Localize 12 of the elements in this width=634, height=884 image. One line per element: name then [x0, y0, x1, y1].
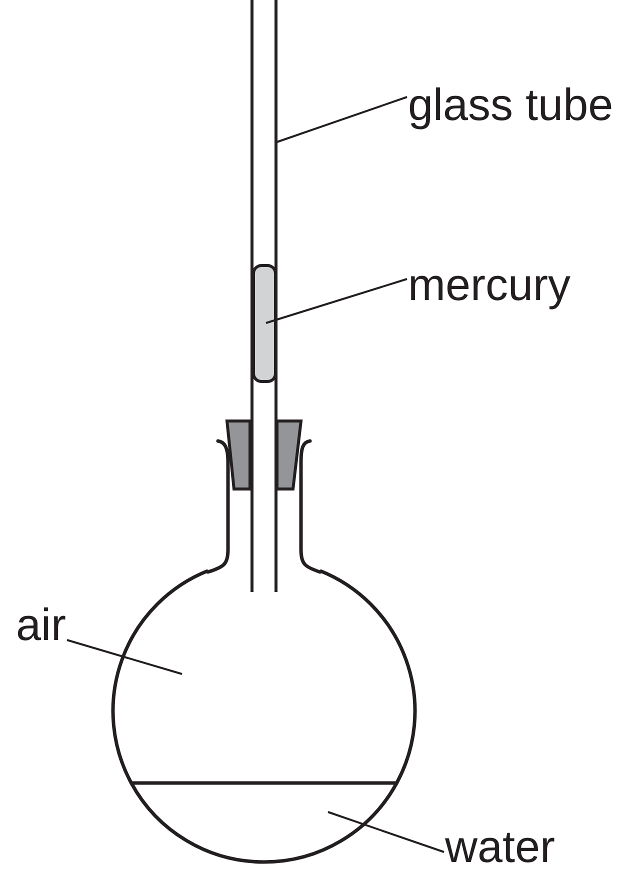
leader-line [266, 278, 408, 324]
part-label: mercury [408, 259, 571, 311]
leader-line [276, 96, 408, 143]
part-label: glass tube [408, 79, 614, 131]
mercury-column [252, 264, 277, 383]
leader-line [66, 639, 182, 675]
water-layer [129, 781, 399, 865]
leader-line [328, 811, 444, 853]
flask-bulb [111, 569, 417, 785]
part-label: air [16, 599, 66, 651]
part-label: water [445, 821, 556, 873]
glass-tube [250, 0, 278, 593]
